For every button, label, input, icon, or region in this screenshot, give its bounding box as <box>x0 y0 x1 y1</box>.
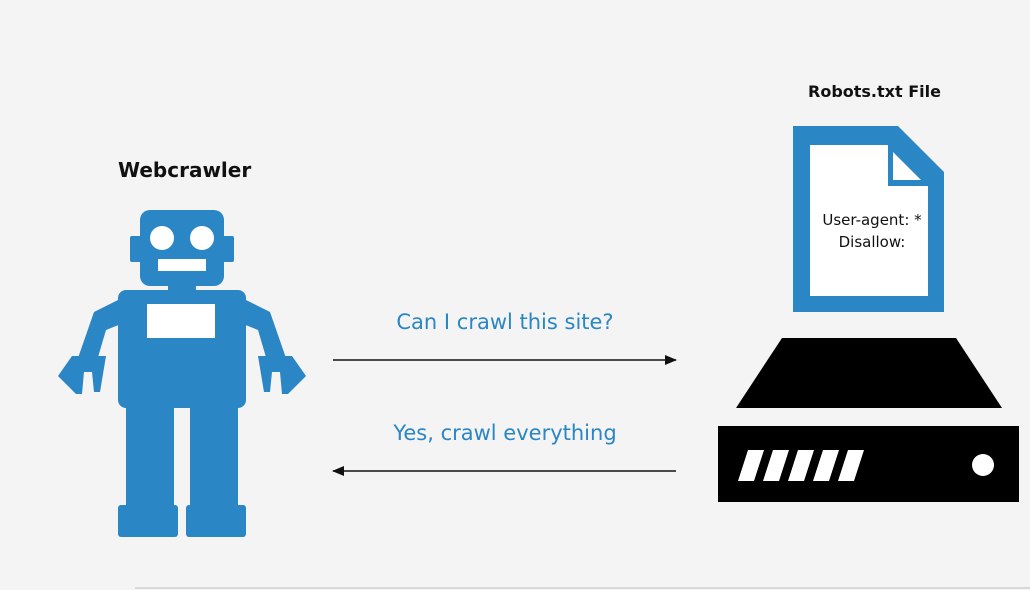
robot-chest-panel <box>147 304 215 338</box>
robots-file-line-disallow: Disallow: <box>838 233 906 251</box>
document-icon <box>793 126 944 312</box>
robots-file-line-user-agent: User-agent: * <box>822 211 922 229</box>
bottom-divider <box>135 587 1030 589</box>
server-power-light <box>972 454 994 476</box>
robot-face <box>147 226 215 338</box>
robot-left-eye <box>150 226 174 250</box>
server-icon <box>718 338 1019 502</box>
request-message: Can I crawl this site? <box>396 310 614 334</box>
webcrawler-title: Webcrawler <box>118 158 252 182</box>
response-message: Yes, crawl everything <box>393 421 617 445</box>
server-vent-slots <box>738 450 864 481</box>
robot-right-eye <box>190 226 214 250</box>
robot-mouth <box>158 259 206 271</box>
robots-file-title: Robots.txt File <box>808 82 941 101</box>
robot-icon <box>58 210 306 537</box>
